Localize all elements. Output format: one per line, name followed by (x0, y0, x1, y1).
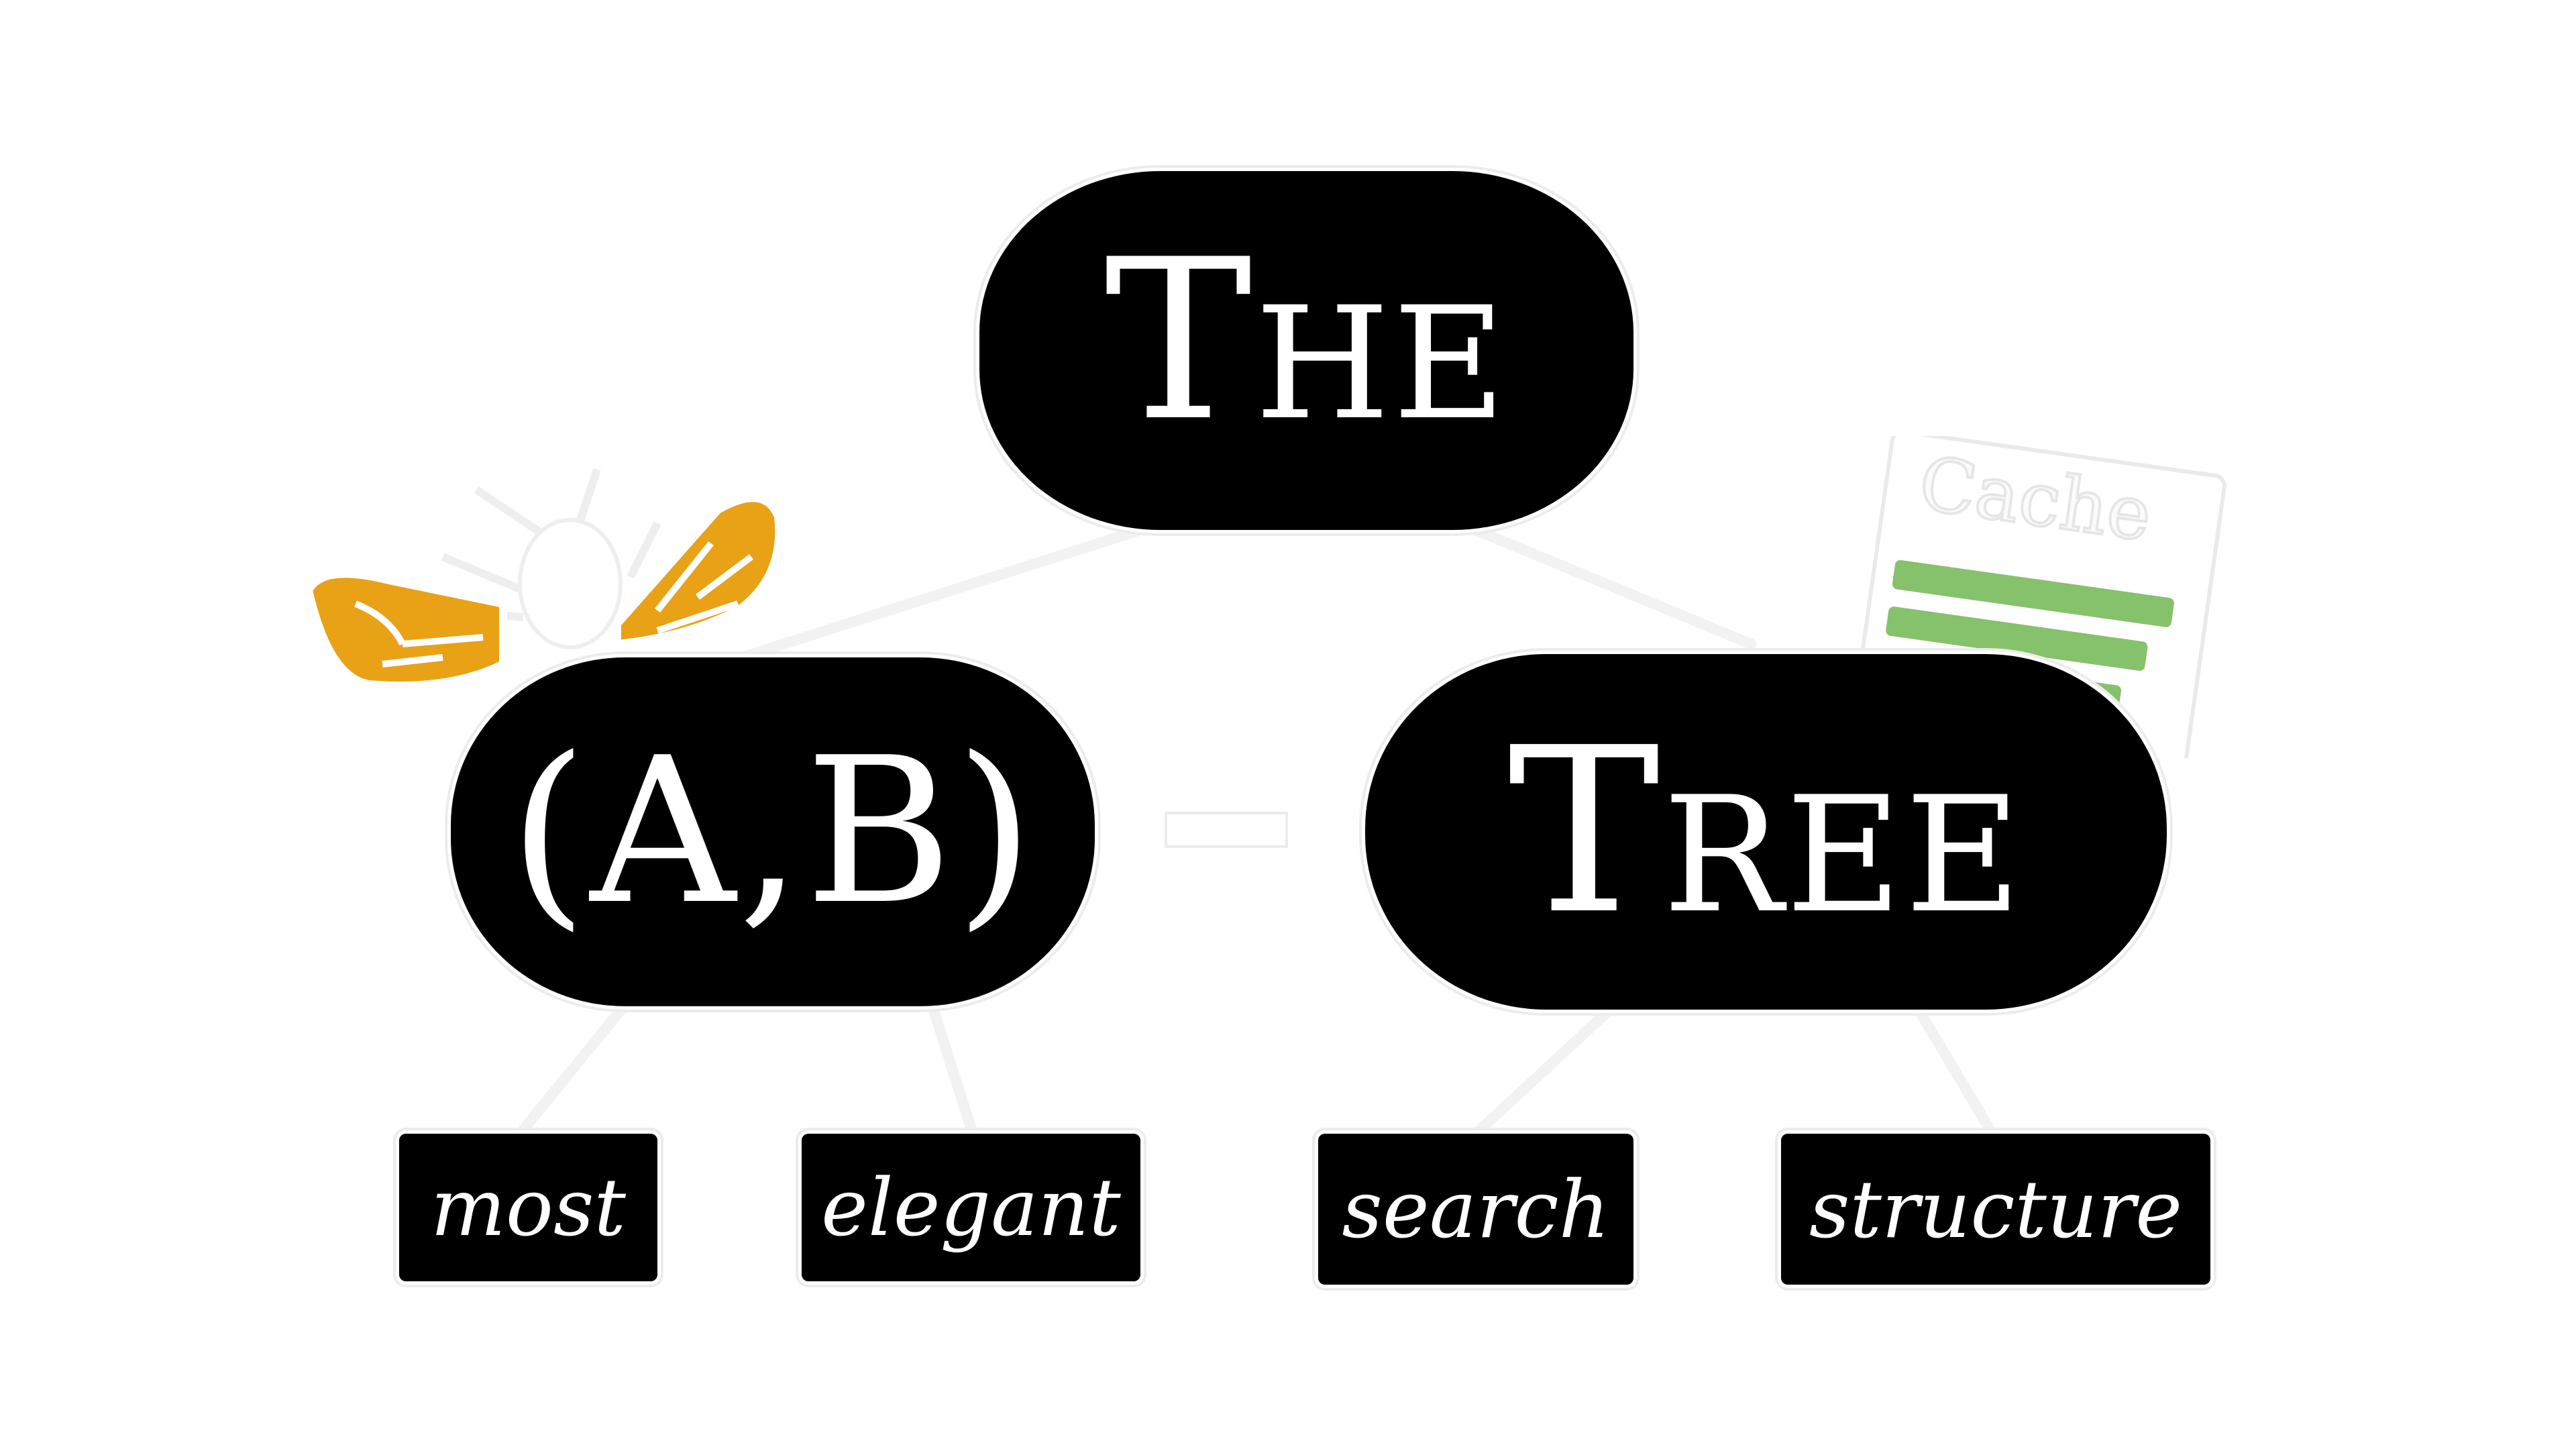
leaf-structure-label: structure (1809, 1163, 2183, 1256)
right-node: Tree (1365, 654, 2167, 1010)
edge-right-structure (1913, 1004, 1998, 1139)
leaf-elegant-label: elegant (821, 1161, 1121, 1254)
bee-wing-right (613, 494, 784, 648)
leaf-search: search (1318, 1134, 1633, 1285)
edge-root-left (726, 525, 1146, 666)
right-label: Tree (1507, 699, 2025, 965)
leaf-most-label: most (431, 1161, 626, 1254)
leaf-structure: structure (1781, 1134, 2210, 1285)
cache-bar (1892, 559, 2174, 627)
left-node: (A,B) (451, 657, 1095, 1006)
root-node: The (979, 171, 1633, 530)
leaf-most: most (399, 1134, 657, 1281)
edge-left-elegant (927, 1001, 978, 1139)
edge-root-right (1470, 525, 1756, 649)
root-label: The (1104, 211, 1509, 470)
leaf-elegant: elegant (802, 1134, 1140, 1281)
bee-wing-left (305, 570, 507, 690)
leaf-search-label: search (1342, 1163, 1610, 1256)
cache-bar (1886, 606, 2148, 671)
edge-sibling-link (1165, 812, 1288, 848)
edge-left-most (515, 1001, 629, 1139)
bee-icon (305, 468, 784, 690)
left-label: (A,B) (508, 714, 1037, 949)
edge-right-search (1470, 1004, 1615, 1139)
